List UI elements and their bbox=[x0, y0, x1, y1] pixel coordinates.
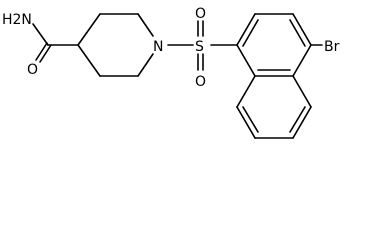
bond-pip-6 bbox=[77, 44, 101, 77]
bond-nap-7-inner bbox=[242, 106, 259, 133]
bond-nap-3-inner bbox=[289, 19, 306, 47]
bromine-label: Br bbox=[324, 39, 340, 55]
molecule-drawing: H2N O N S O O Br bbox=[2, 6, 340, 139]
sulfonyl-oxygen-top-label: O bbox=[195, 6, 206, 22]
sulfonyl-oxygen-bottom-label: O bbox=[195, 74, 206, 90]
piperidine-nitrogen-label: N bbox=[153, 39, 163, 55]
bond-pip-3 bbox=[137, 13, 154, 37]
bond-nap-7 bbox=[236, 106, 256, 139]
bond-pip-4 bbox=[137, 53, 154, 77]
bonds bbox=[32, 13, 323, 139]
carbonyl-oxygen-label: O bbox=[27, 62, 38, 78]
bond-nap-10 bbox=[292, 75, 312, 108]
bond-carbonyl-1 bbox=[35, 42, 48, 61]
amide-nitrogen-label: H2N bbox=[2, 12, 32, 28]
sulfur-label: S bbox=[195, 39, 204, 55]
bond-amide-n-c bbox=[32, 23, 49, 46]
bond-nap-4 bbox=[292, 44, 312, 77]
bond-nap-9-inner bbox=[289, 106, 306, 133]
bond-nap-3 bbox=[292, 13, 312, 46]
bond-nap-1-inner bbox=[242, 19, 259, 47]
bond-nap-5 bbox=[236, 44, 256, 77]
structure-canvas: H2N O N S O O Br bbox=[2, 6, 340, 139]
atom-labels: H2N O N S O O Br bbox=[2, 6, 340, 90]
bond-pip-1 bbox=[77, 13, 101, 46]
bond-carbonyl-2 bbox=[39, 44, 52, 63]
bond-nap-9 bbox=[292, 106, 312, 139]
bond-nap-6 bbox=[236, 75, 256, 108]
bond-nap-1 bbox=[236, 13, 256, 46]
